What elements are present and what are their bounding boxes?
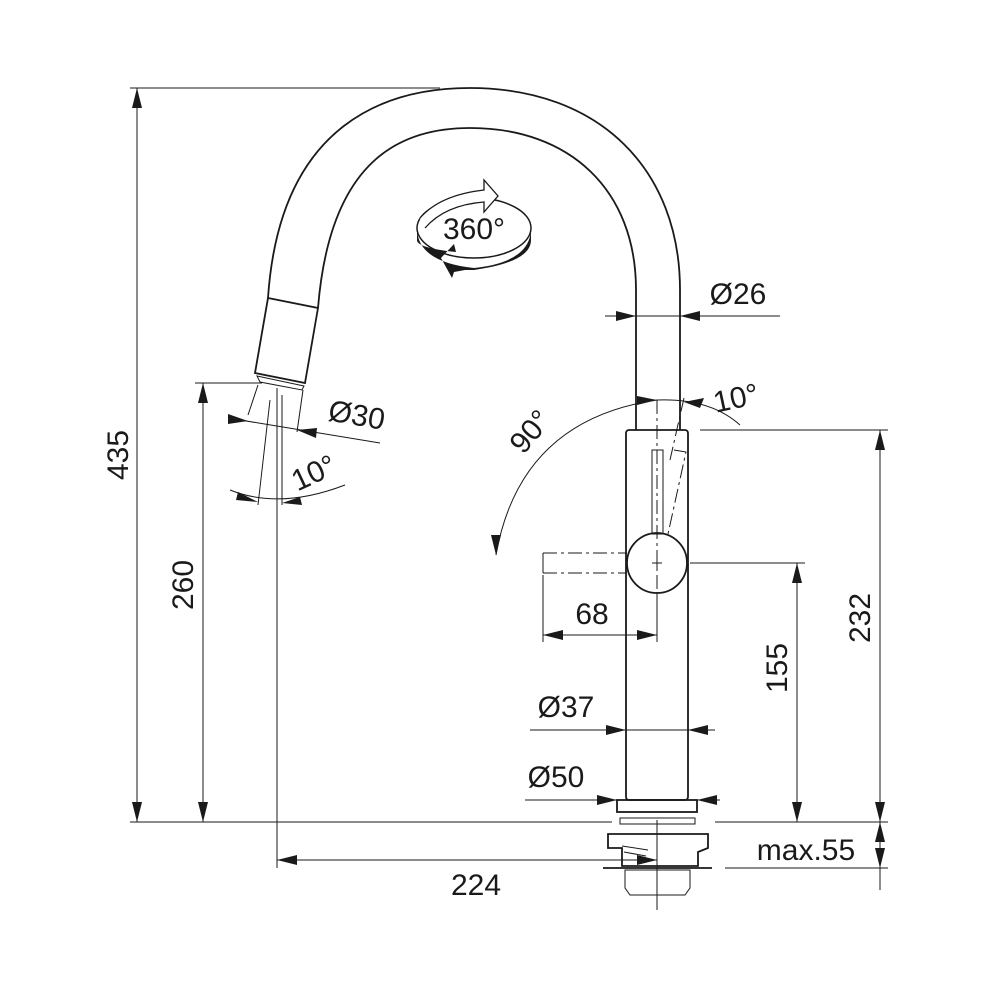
lever-back-angle-label: 10°: [710, 378, 761, 420]
mounting-base: [603, 799, 712, 910]
spout-diameter-label: Ø26: [710, 278, 767, 311]
total-height-label: 435: [102, 430, 135, 480]
dimension-labels: 435 260 232 155 224 68 Ø37 Ø50 Ø26 Ø30 1…: [102, 278, 877, 902]
reach-label: 224: [451, 869, 501, 902]
nozzle-angle-label: 10°: [286, 449, 341, 498]
lever-length-label: 68: [575, 598, 608, 631]
faucet-body: [542, 397, 689, 801]
body-height-label: 232: [844, 593, 877, 643]
extension-lines: [130, 87, 888, 869]
lever-angle-label: 90°: [503, 404, 557, 460]
spout-height-label: 260: [167, 560, 200, 610]
dimension-lines: [132, 88, 885, 890]
spout: [253, 87, 681, 430]
rotation-360-icon: 360°: [416, 178, 532, 278]
mount-thickness-label: max.55: [757, 834, 855, 867]
nozzle-diameter-label: Ø30: [326, 394, 388, 436]
rotation-label: 360°: [443, 213, 505, 246]
lever-height-label: 155: [761, 643, 794, 693]
body-diameter-label: Ø37: [538, 691, 595, 724]
base-diameter-label: Ø50: [528, 761, 585, 794]
